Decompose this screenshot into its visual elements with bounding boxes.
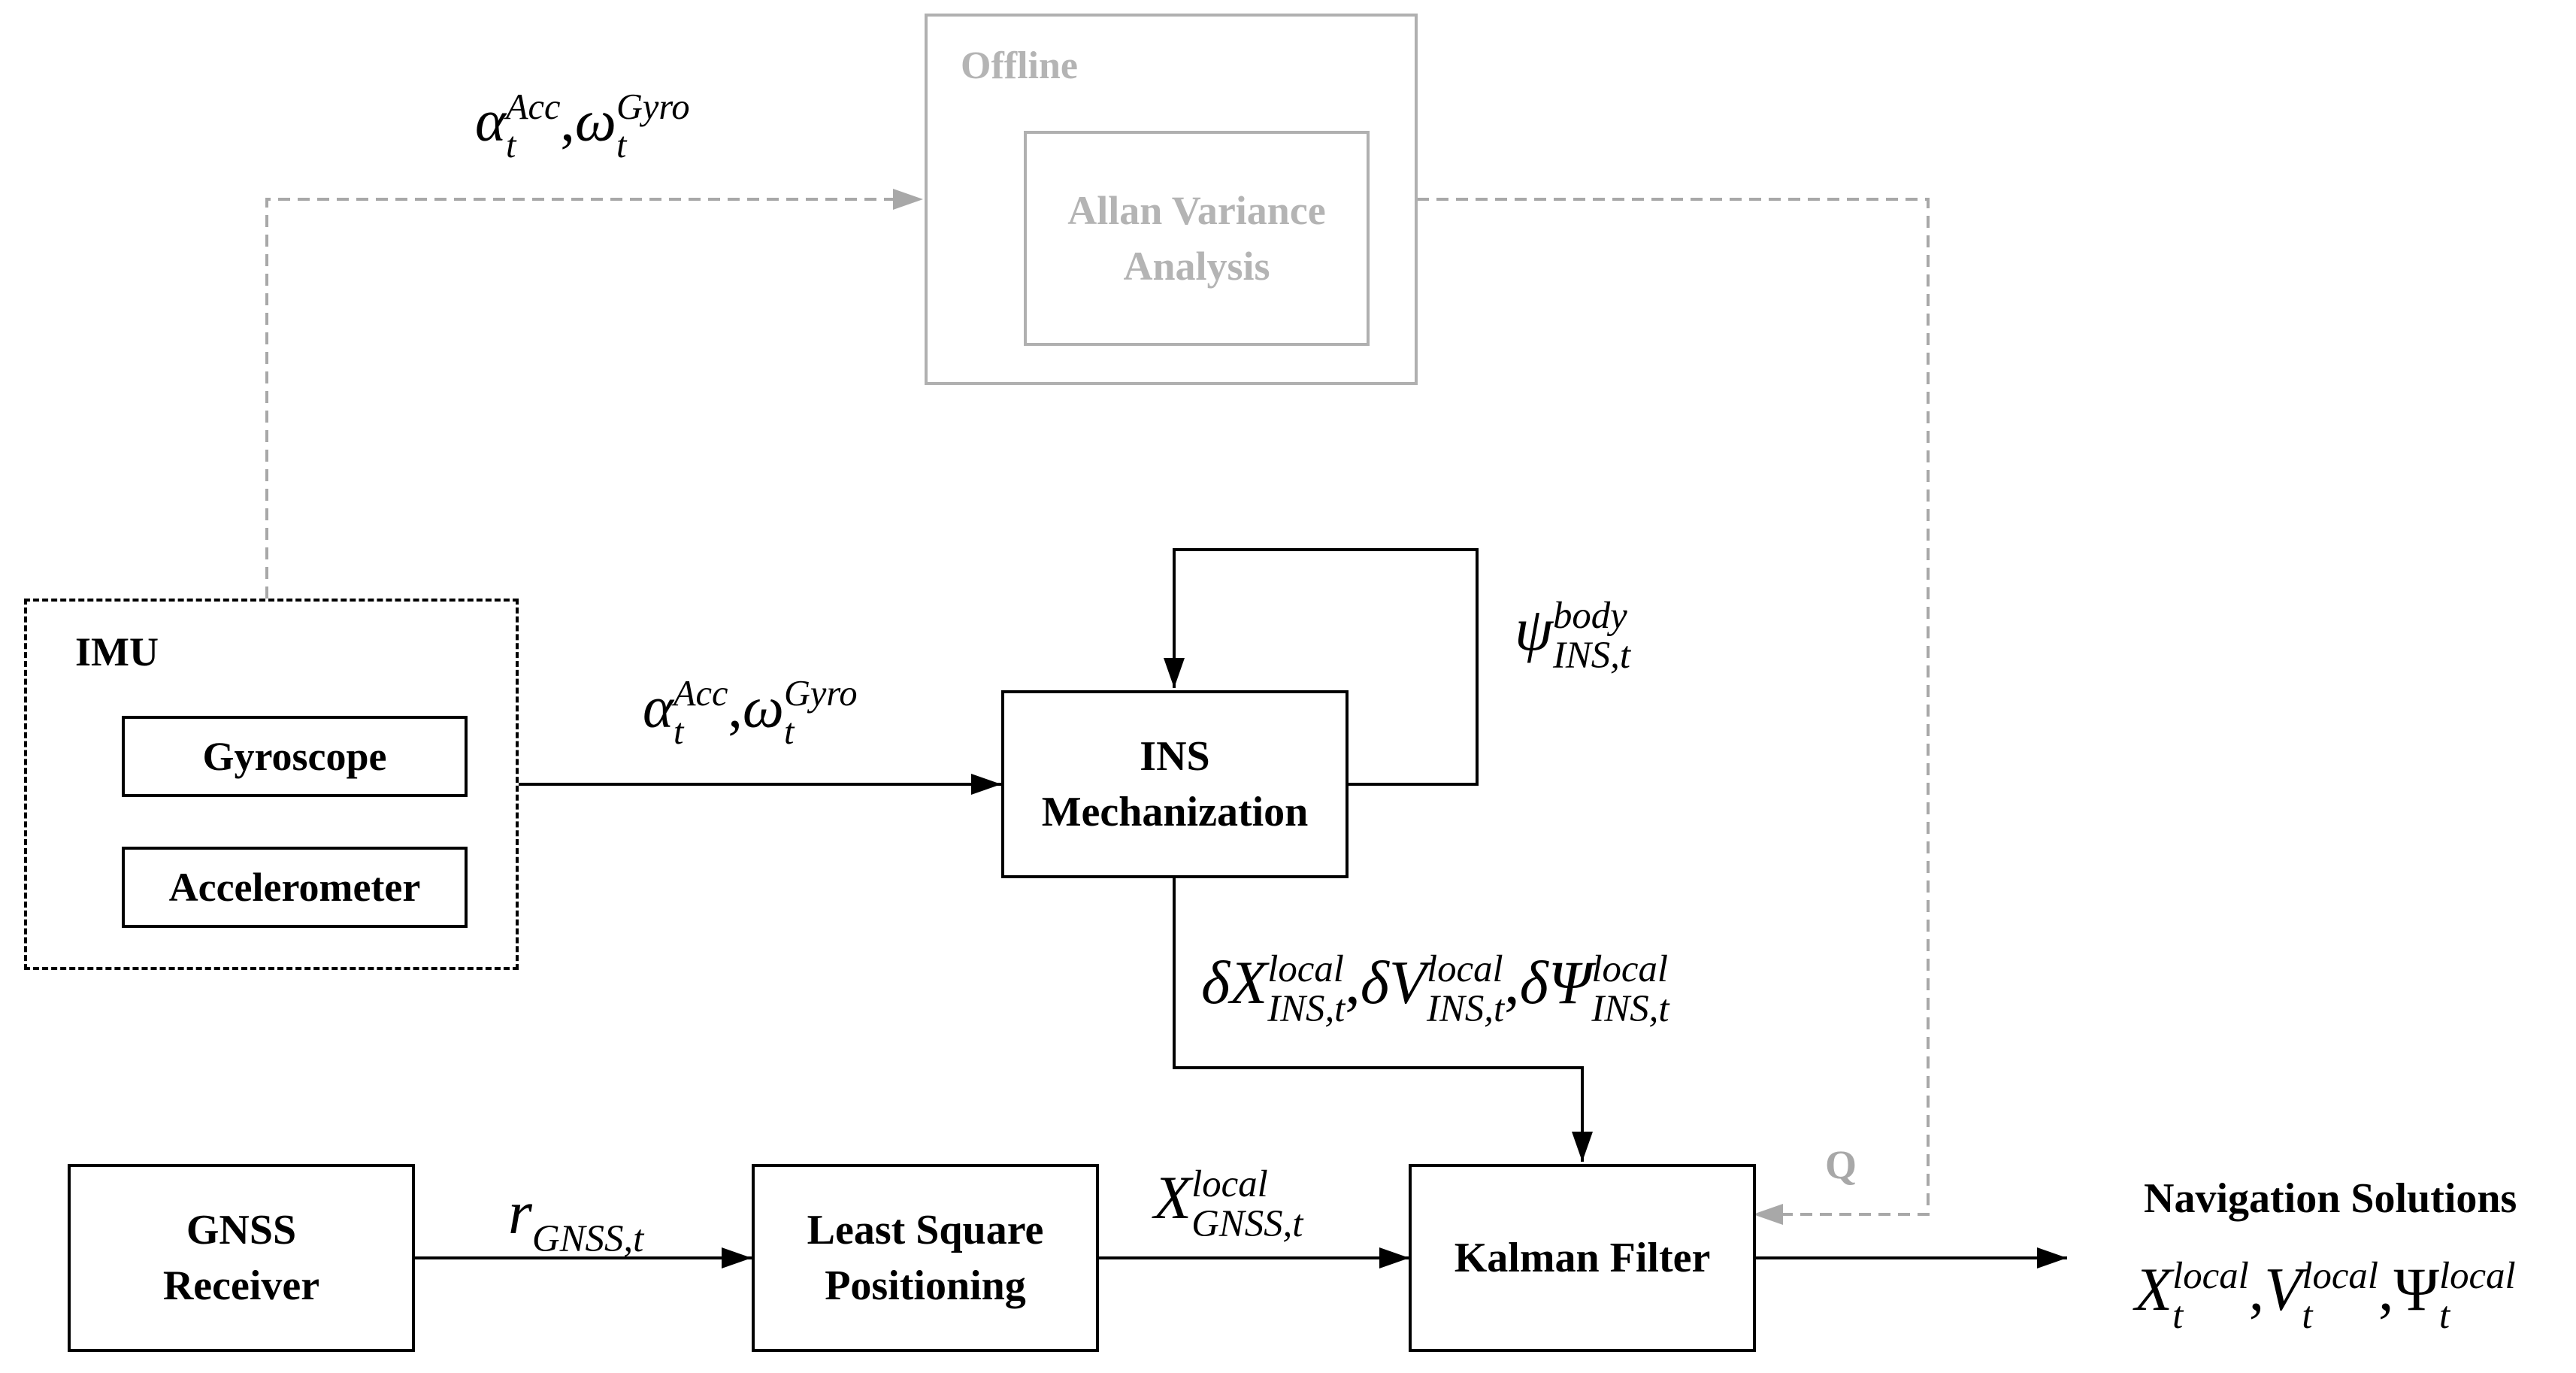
ins-mechanization-box: INS Mechanization [1001,690,1349,878]
nav-psi-sub: t [2438,1294,2450,1337]
accelerometer-box: Accelerometer [122,847,468,928]
delta-x-symbol: δX [1201,948,1268,1017]
least-square-positioning-label: Least Square Positioning [807,1207,1044,1309]
t-sub-mid-2: t [784,711,795,752]
accelerometer-label: Accelerometer [168,865,421,910]
delta-v-sup: local [1427,947,1503,990]
omega-symbol-mid: ω [742,674,784,740]
ins-to-kalman-arrow [1173,877,1593,1162]
ins-mechanization-label: INS Mechanization [1041,733,1309,835]
offline-to-kalman-line [1417,198,1930,1225]
psi-sub: INS,t [1552,634,1631,677]
nav-psi-sup: local [2438,1254,2516,1296]
imu-to-offline-line [265,189,923,599]
delta-v-symbol: δV [1360,948,1427,1017]
x-gnss-symbol: X [1154,1163,1192,1232]
gnss-receiver-box: GNSS Receiver [68,1164,415,1352]
nav-v-sub: t [2302,1294,2313,1337]
nav-x-sub: t [2172,1294,2184,1337]
imu-label: IMU [75,629,159,674]
acc-sup-mid: Acc [673,674,728,714]
r-sub: GNSS,t [531,1217,644,1260]
offline-label: Offline [961,44,1078,87]
r-gnss-label: r GNSS,t [508,1179,643,1259]
x-gnss-sub: GNSS,t [1191,1202,1303,1245]
acc-sup: Acc [505,87,561,127]
gyroscope-label: Gyroscope [202,734,387,779]
nav-v-sup: local [2302,1254,2378,1296]
kalman-filter-box: Kalman Filter [1409,1164,1756,1352]
gnss-receiver-label: GNSS Receiver [162,1207,320,1309]
nav-psi-symbol: Ψ [2393,1255,2439,1324]
alpha-symbol: α [475,87,506,153]
omega-symbol: ω [574,87,616,153]
gyroscope-box: Gyroscope [122,716,468,797]
ins-feedback-loop [1164,548,1479,786]
delta-x-sup: local [1267,947,1344,990]
nav-x-sup: local [2172,1254,2249,1296]
t-sub-2: t [616,125,627,165]
alpha-symbol-mid: α [643,674,674,740]
nav-v-symbol: V [2264,1255,2302,1324]
gyro-sup: Gyro [616,87,690,127]
kalman-filter-label: Kalman Filter [1454,1235,1711,1281]
nav-x-symbol: X [2135,1255,2173,1324]
delta-psi-sup: local [1591,947,1669,990]
t-sub: t [505,125,516,165]
x-gnss-sup: local [1191,1162,1268,1205]
least-square-positioning-box: Least Square Positioning [752,1164,1099,1352]
r-symbol: r [508,1178,532,1247]
t-sub-mid: t [673,711,684,752]
q-label: Q [1825,1142,1857,1187]
delta-x-sub: INS,t [1267,987,1346,1030]
allan-variance-label: Allan Variance Analysis [1067,188,1326,289]
psi-symbol: ψ [1515,595,1553,664]
delta-psi-sub: INS,t [1591,987,1669,1030]
delta-v-sub: INS,t [1427,987,1505,1030]
navigation-solutions-label: Navigation Solutions [2144,1175,2517,1222]
gyro-sup-mid: Gyro [784,674,858,714]
psi-sup: body [1552,594,1627,636]
delta-psi-symbol: δΨ [1519,948,1592,1017]
allan-variance-box: Allan Variance Analysis [1024,131,1370,346]
